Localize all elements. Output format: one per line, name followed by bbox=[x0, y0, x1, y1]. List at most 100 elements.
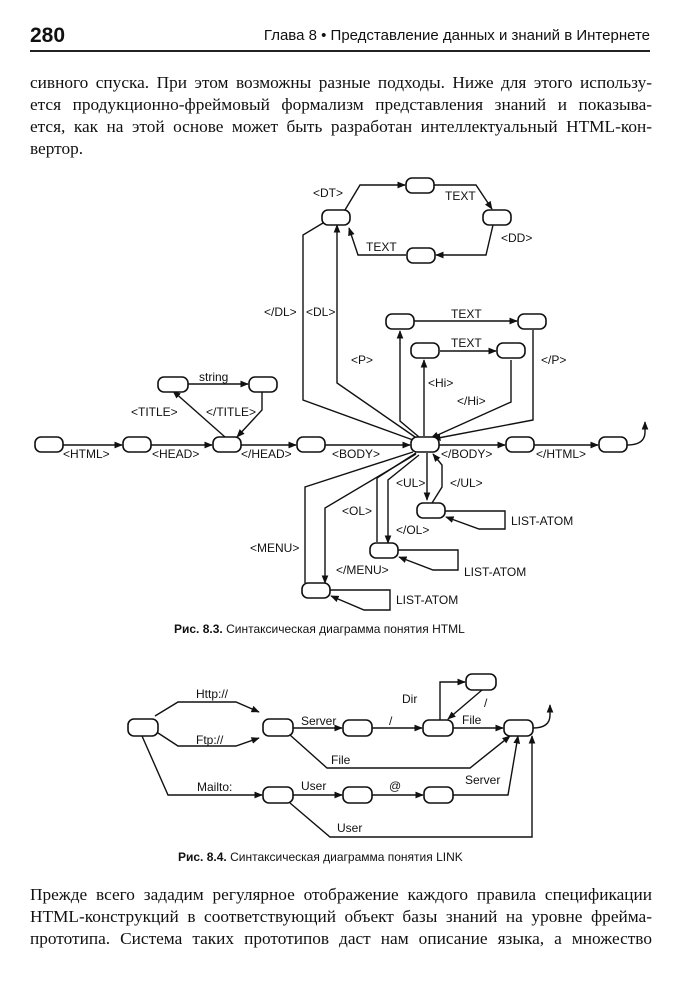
label-http: Http:// bbox=[196, 687, 229, 701]
edge-p-close bbox=[432, 330, 534, 441]
label-file-bottom: File bbox=[331, 753, 351, 767]
label-user: User bbox=[301, 779, 326, 793]
label-hi-open: <Hi> bbox=[428, 376, 453, 390]
figure-caption-text: Синтаксическая диаграмма понятия LINK bbox=[226, 850, 463, 864]
label-dir: Dir bbox=[402, 692, 417, 706]
label-p-open: <P> bbox=[351, 353, 373, 367]
label-dir-slash: / bbox=[484, 696, 488, 710]
label-server: Server bbox=[301, 714, 336, 728]
figure-caption-text: Синтаксическая диаграмма понятия HTML bbox=[222, 622, 465, 636]
edge-mailto bbox=[141, 735, 263, 799]
label-dl-close: </DL> bbox=[264, 305, 297, 319]
edge-dt bbox=[344, 181, 406, 211]
label-mailto: Mailto: bbox=[197, 780, 232, 794]
label-body-open: <BODY> bbox=[332, 447, 380, 461]
edge-exit bbox=[626, 421, 649, 446]
label-title-open: <TITLE> bbox=[131, 405, 178, 419]
edge-text-top bbox=[434, 184, 493, 210]
edge-user-bottom bbox=[289, 735, 536, 838]
paragraph-intro: сивного спуска. При этом возможны разные… bbox=[30, 72, 652, 160]
label-title-close: </TITLE> bbox=[206, 405, 256, 419]
edge-dir-slash bbox=[447, 689, 483, 720]
text-line: Прежде всего зададим регулярное отображе… bbox=[30, 885, 652, 904]
label-head-close: </HEAD> bbox=[241, 447, 292, 461]
state-node-body-hub bbox=[410, 436, 440, 453]
label-p-close: </P> bbox=[541, 353, 566, 367]
edge-p-open bbox=[396, 330, 420, 438]
edge-exit bbox=[532, 704, 554, 729]
label-ftp: Ftp:// bbox=[196, 733, 224, 747]
label-at: @ bbox=[389, 779, 401, 793]
edge-dd bbox=[435, 224, 494, 259]
edge-ul-atom bbox=[445, 510, 506, 530]
state-node bbox=[212, 436, 242, 453]
state-node bbox=[301, 582, 331, 599]
label-ol-close: </OL> bbox=[396, 523, 429, 537]
edge-ul-close bbox=[431, 453, 443, 504]
state-node bbox=[496, 342, 526, 359]
text-line: вертор. bbox=[30, 139, 84, 158]
label-ul-open: <UL> bbox=[396, 476, 425, 490]
state-node bbox=[465, 673, 497, 691]
label-head-open: <HEAD> bbox=[152, 447, 199, 461]
page-header: 280 Глава 8 • Представление данных и зна… bbox=[30, 22, 650, 52]
label-user-bottom: User bbox=[337, 821, 362, 835]
edge-menu-open bbox=[304, 451, 414, 583]
label-slash: / bbox=[389, 714, 393, 728]
state-node bbox=[405, 177, 435, 194]
state-node bbox=[248, 376, 278, 393]
edge-http bbox=[154, 701, 260, 717]
label-body-close: </BODY> bbox=[441, 447, 492, 461]
state-node bbox=[517, 313, 547, 330]
text-line: ется продукционно-фреймовый формализм пр… bbox=[30, 95, 652, 114]
state-node bbox=[598, 436, 628, 453]
label-server-mail: Server bbox=[465, 773, 500, 787]
edge-ol-close bbox=[384, 454, 420, 544]
edge-text-back bbox=[348, 227, 406, 256]
text-line: ется, как на этой основе может быть разр… bbox=[30, 117, 652, 136]
state-node bbox=[422, 719, 454, 737]
label-menu-open: <MENU> bbox=[250, 541, 299, 555]
label-dl-open: <DL> bbox=[306, 305, 335, 319]
label-list-atom-ul: LIST-ATOM bbox=[511, 514, 573, 528]
state-node bbox=[342, 719, 373, 737]
state-node bbox=[482, 209, 512, 226]
label-dt: <DT> bbox=[313, 186, 343, 200]
label-hi-close: </Hi> bbox=[457, 394, 486, 408]
edge-ol-atom bbox=[398, 549, 459, 571]
page-number: 280 bbox=[30, 24, 66, 47]
label-dd: <DD> bbox=[501, 231, 532, 245]
state-node bbox=[423, 786, 454, 804]
state-node-start bbox=[127, 718, 159, 737]
state-node-end bbox=[503, 719, 534, 737]
label-ul-close: </UL> bbox=[450, 476, 483, 490]
state-node bbox=[321, 209, 351, 226]
text-line: сивного спуска. При этом возможны разные… bbox=[30, 73, 652, 92]
state-node bbox=[505, 436, 535, 453]
edge-dir bbox=[439, 678, 466, 720]
state-node bbox=[157, 376, 189, 393]
state-node bbox=[410, 342, 440, 359]
edge-file-bottom bbox=[289, 734, 511, 769]
state-node bbox=[262, 718, 294, 737]
edge-title-close bbox=[236, 392, 263, 438]
text-line: прототипа. Система таких прототипов даст… bbox=[30, 929, 652, 948]
label-text-top: TEXT bbox=[445, 189, 476, 203]
edge-dl-open bbox=[302, 222, 414, 441]
label-list-atom-ol: LIST-ATOM bbox=[464, 565, 526, 579]
figure-caption: Рис. 8.4. Синтаксическая диаграмма понят… bbox=[178, 850, 463, 864]
text-line: HTML-конструкций в соответствующий объек… bbox=[30, 907, 652, 926]
state-node bbox=[369, 542, 399, 559]
label-file-direct: File bbox=[462, 713, 482, 727]
figure-number: Рис. 8.3. bbox=[174, 622, 223, 636]
label-list-atom-menu: LIST-ATOM bbox=[396, 593, 458, 607]
label-text-back: TEXT bbox=[366, 240, 397, 254]
state-node bbox=[262, 786, 294, 804]
edge-server-mail bbox=[453, 735, 521, 796]
figure-number: Рис. 8.4. bbox=[178, 850, 227, 864]
state-node bbox=[34, 436, 64, 453]
label-ol-open: <OL> bbox=[342, 504, 372, 518]
label-html-close: </HTML> bbox=[536, 447, 586, 461]
edge-ftp bbox=[154, 730, 260, 747]
